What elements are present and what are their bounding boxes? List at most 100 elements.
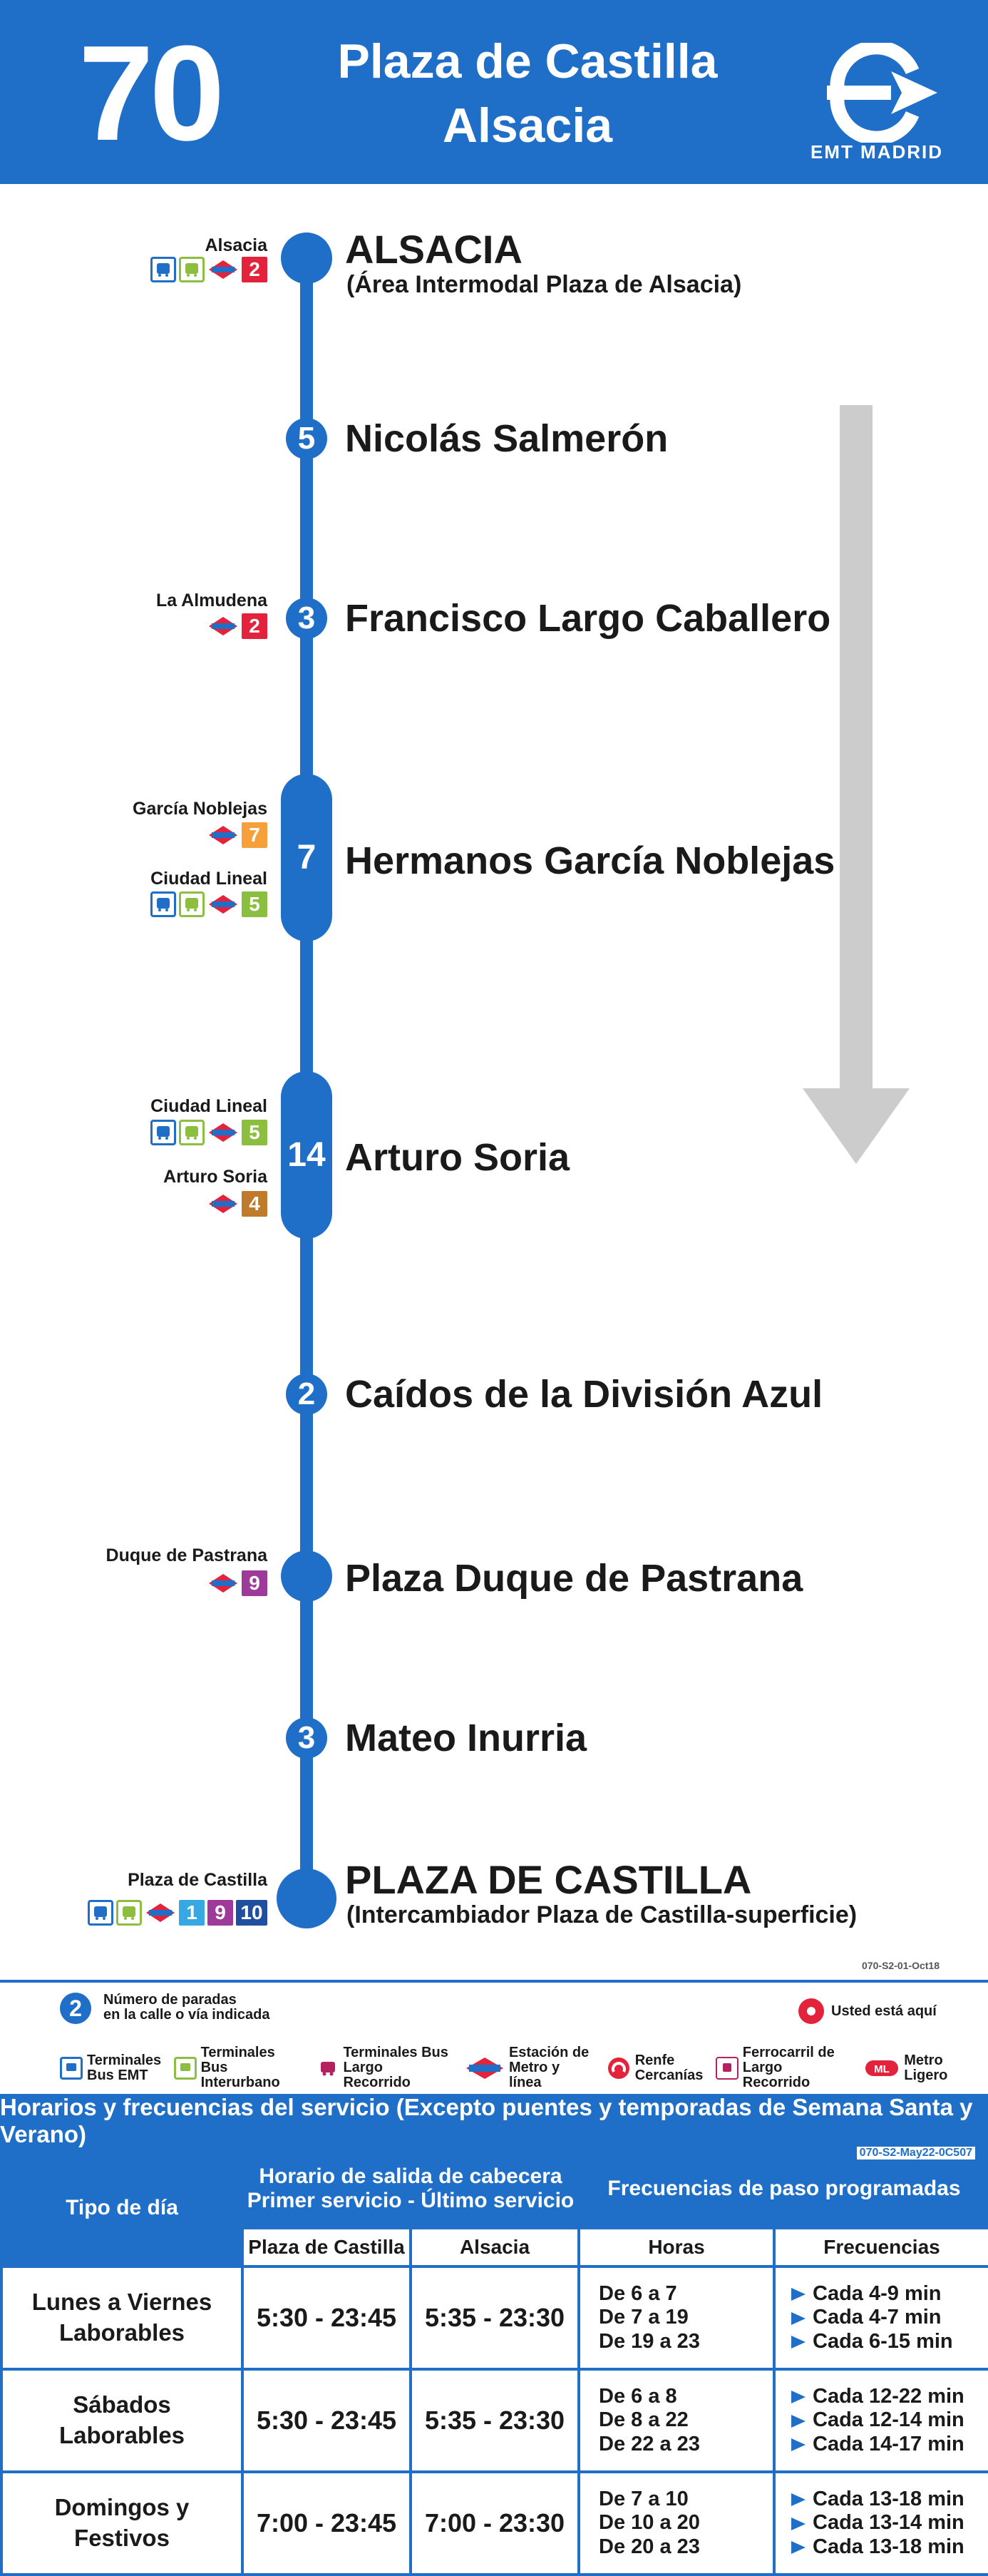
connection-label: Alsacia: [205, 235, 267, 255]
connection-label: La Almudena: [155, 591, 267, 610]
frequency-item: Cada 12-22 min: [791, 2385, 987, 2408]
legend-text-line: Ferrocarril de: [742, 2045, 835, 2060]
metro-line-badge: 2: [242, 613, 267, 639]
legend-stop-count-text: Número de paradas en la calle o vía indi…: [103, 1993, 269, 2023]
stop-subtitle: (Área Intermodal Plaza de Alsacia): [346, 271, 742, 298]
arrow-icon: [791, 2438, 806, 2452]
arrow-icon: [791, 2414, 806, 2428]
connection-label: Ciudad Lineal: [150, 869, 267, 889]
hour-range: De 8 a 22: [599, 2408, 689, 2432]
legend-text-line: Terminales Bus: [343, 2045, 448, 2060]
stop-subtitle: (Intercambiador Plaza de Castilla-superf…: [346, 1901, 858, 1928]
legend-text-line: Renfe: [634, 2052, 675, 2068]
header-departures-line1: Horario de salida de cabecera: [259, 2164, 562, 2188]
stop-count-badge: 5: [286, 418, 327, 459]
frequency-value: Cada 4-9 min: [813, 2281, 942, 2305]
bus-emt-icon: [150, 1120, 176, 1145]
header-day-type: Tipo de día: [0, 2148, 244, 2268]
stop-count-badge: 3: [286, 598, 327, 639]
bus-interurban-icon: [179, 257, 205, 282]
you-are-here-icon: [798, 1998, 824, 2024]
arrow-icon: [791, 2517, 806, 2530]
bus-interurban-icon: [179, 891, 205, 917]
connection-icons: 1 9 10: [11, 1900, 267, 1926]
destination-time-cell: 5:35 - 23:30: [409, 2368, 580, 2473]
stop-name: Caídos de la División Azul: [345, 1373, 823, 1416]
hour-range: De 6 a 7: [599, 2281, 677, 2305]
day-type-line: Laborables: [58, 2319, 185, 2346]
header-departures: Horario de salida de cabecera Primer ser…: [241, 2148, 580, 2229]
stop-name: Plaza Duque de Pastrana: [345, 1557, 803, 1600]
stop-count-badge: 2: [286, 1374, 327, 1415]
terminal-stop-marker: [277, 1869, 336, 1928]
day-type-line: Festivos: [74, 2525, 170, 2551]
stop-name: Francisco Largo Caballero: [345, 597, 831, 640]
stop-name: Arturo Soria: [345, 1136, 570, 1179]
connection-icons: 9: [11, 1570, 267, 1596]
you-are-here-label: Usted está aquí: [831, 2003, 937, 2019]
direction-arrowhead-icon: [803, 1088, 910, 1164]
origin-time-cell: 5:30 - 23:45: [241, 2368, 412, 2473]
day-type-line: Domingos y: [54, 2494, 190, 2521]
legend-text-line: Terminales: [87, 2052, 162, 2068]
frequency-item: Cada 13-18 min: [791, 2535, 987, 2559]
destination-time-cell: 7:00 - 23:30: [409, 2470, 580, 2576]
frequency-item: Cada 13-18 min: [791, 2488, 987, 2511]
metro-line-badge: 10: [236, 1900, 267, 1926]
direction-arrow-icon: [840, 405, 873, 1090]
metro-icon: [207, 257, 239, 282]
metro-line-badge: 4: [242, 1191, 267, 1217]
stop-count-badge: 14: [281, 1071, 332, 1239]
terminal-stop-marker: [281, 232, 332, 284]
metro-line-badge: 5: [242, 891, 267, 917]
legend-text-line: Metro Ligero: [904, 2052, 948, 2083]
stop-name: Hermanos García Noblejas: [345, 839, 835, 882]
metro-line-badge: 5: [242, 1120, 267, 1145]
schedule-grid: Tipo de día Horario de salida de cabecer…: [0, 2148, 988, 2576]
map-code: 070-S2-01-Oct18: [862, 1960, 940, 1971]
metro-icon: [145, 1900, 176, 1926]
hour-range: De 10 a 20: [599, 2511, 700, 2535]
frequency-item: Cada 14-17 min: [791, 2433, 987, 2456]
hour-range: De 7 a 19: [599, 2306, 689, 2329]
connection-label: Arturo Soria: [163, 1167, 267, 1187]
legend-stop-count-badge: 2: [60, 1993, 91, 2024]
legend-text-line: Interurbano: [200, 2075, 280, 2090]
metro-icon: [465, 2055, 505, 2081]
stop-count-badge: 3: [286, 1717, 327, 1759]
metro-line-badge: 1: [179, 1900, 205, 1926]
subheader-hours: Horas: [577, 2227, 776, 2268]
connection-label: Duque de Pastrana: [106, 1545, 267, 1565]
stop-name: Nicolás Salmerón: [345, 417, 669, 460]
frequency-item: Cada 6-15 min: [791, 2330, 987, 2353]
hour-range: De 7 a 10: [599, 2487, 689, 2510]
legend-text-line: Bus EMT: [87, 2067, 148, 2083]
renfe-icon: [607, 2056, 631, 2080]
arrow-icon: [791, 2391, 806, 2404]
arrow-icon: [791, 2336, 806, 2349]
metro-line-badge: 9: [242, 1570, 267, 1596]
connection-icons: 7: [11, 822, 267, 848]
metro-line-badge: 7: [242, 822, 267, 848]
header-frequencies: Frecuencias de paso programadas: [577, 2148, 988, 2229]
arrow-icon: [791, 2311, 806, 2325]
legend: 2 Número de paradas en la calle o vía in…: [0, 1980, 988, 2094]
frequency-item: Cada 4-9 min: [791, 2282, 987, 2306]
legend-text-line: en la calle o vía indicada: [103, 2007, 270, 2023]
stop-count-badge: 7: [281, 774, 332, 941]
connection-label: Plaza de Castilla: [128, 1870, 267, 1890]
legend-text-line: Largo Recorrido: [343, 2060, 411, 2090]
bus-interurban-icon: [116, 1900, 142, 1926]
subheader-frequencies: Frecuencias: [772, 2227, 988, 2268]
frequency-item: Cada 13-14 min: [791, 2511, 987, 2535]
connection-icons: 2: [11, 257, 267, 282]
